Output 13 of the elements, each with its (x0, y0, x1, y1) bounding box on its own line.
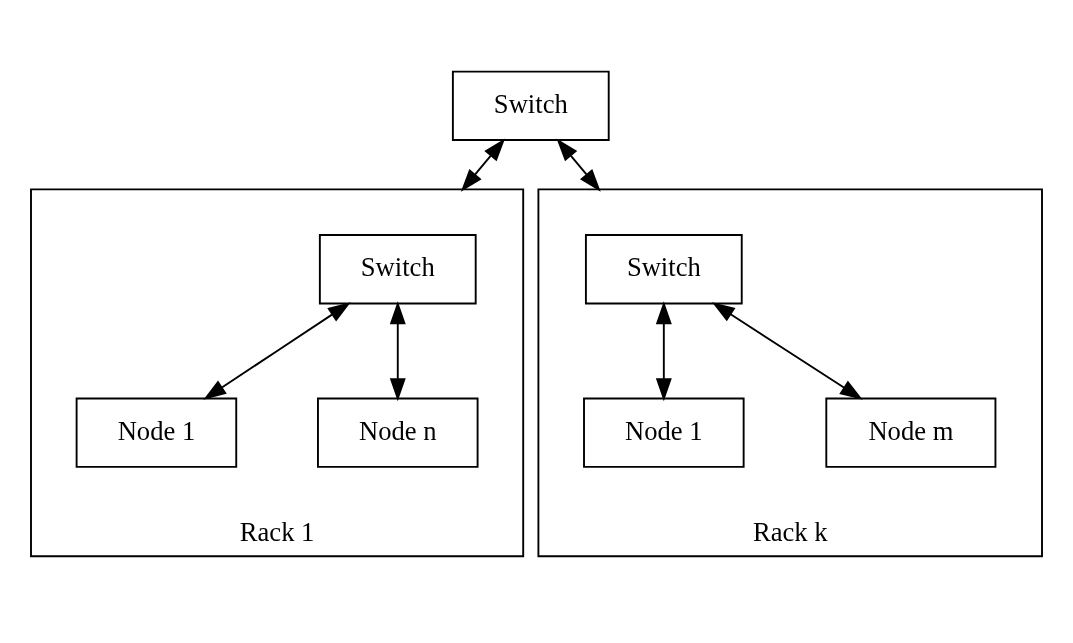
arrow (556, 138, 601, 192)
node-box: Switch (584, 234, 743, 305)
node-box: Node m (825, 397, 997, 468)
node-box: Node n (317, 397, 479, 468)
arrow (389, 301, 406, 402)
arrow (203, 302, 351, 400)
node-box: Switch (451, 70, 610, 141)
arrow (655, 301, 672, 402)
arrow (712, 302, 863, 400)
node-box: Node 1 (583, 397, 745, 468)
node-box: Node 1 (75, 397, 238, 468)
arrow (460, 138, 506, 192)
node-box: Switch (318, 234, 477, 305)
